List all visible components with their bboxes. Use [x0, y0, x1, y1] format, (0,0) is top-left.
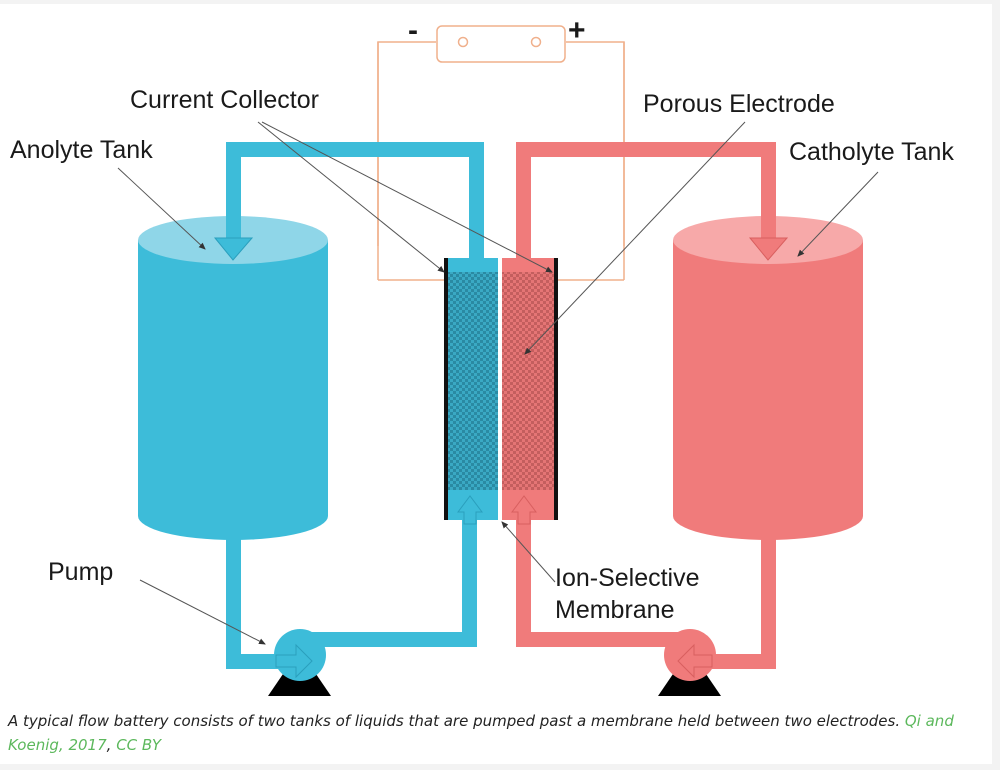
catholyte-tank-body — [673, 240, 863, 540]
terminal-positive-icon — [530, 36, 542, 48]
caption-license-link[interactable]: CC BY — [116, 736, 162, 754]
caption-separator: , — [106, 736, 112, 754]
label-pump: Pump — [48, 558, 113, 586]
battery-load-icon — [436, 25, 566, 63]
catholyte-pipe-cell-inlet — [516, 504, 531, 647]
leader-lines — [117, 121, 879, 645]
catholyte-pump-base — [658, 674, 721, 696]
cell-stack — [444, 258, 558, 525]
catholyte-tank — [673, 216, 863, 540]
catholyte-inflow-arrow-icon — [748, 237, 789, 261]
leader-ion-selective-membrane — [501, 521, 556, 583]
label-ion-selective: Ion-Selective — [555, 564, 700, 592]
leader-pump — [139, 579, 266, 645]
anolyte-pipe-pump-out — [300, 632, 475, 647]
anolyte-pipe-tank-inlet — [226, 142, 241, 240]
catholyte-pipe-tank-outlet — [761, 534, 776, 669]
anolyte-cell-inlet-arrow-icon — [457, 495, 483, 525]
anolyte-pump-base — [268, 674, 331, 696]
negative-sign: - — [408, 14, 418, 47]
anolyte-tank-body — [138, 240, 328, 540]
caption-source-link[interactable]: Qi and Koenig, 2017 — [8, 712, 954, 754]
catholyte-pump — [658, 629, 721, 696]
anolyte-pipe-cell-inlet — [462, 504, 477, 647]
label-porous-electrode: Porous Electrode — [643, 90, 835, 118]
anolyte-inflow-arrow-icon — [213, 237, 254, 261]
current-collector-left — [444, 258, 448, 520]
leader-current-collector-right — [261, 121, 553, 273]
catholyte-pump-arrow-icon — [677, 643, 713, 679]
label-current-collector: Current Collector — [130, 86, 319, 114]
catholyte-pipes — [516, 142, 789, 669]
label-catholyte-tank: Catholyte Tank — [789, 138, 954, 166]
leader-catholyte-tank — [797, 171, 879, 257]
anolyte-pipe-tank-outlet — [226, 534, 241, 669]
catholyte-porous-electrode — [502, 272, 554, 490]
catholyte-pipe-pump-out — [516, 632, 681, 647]
anolyte-pipe-to-pump — [226, 654, 286, 669]
catholyte-cell-inlet-arrow-icon — [511, 495, 537, 525]
catholyte-pipe-tank-inlet — [761, 142, 776, 240]
label-anolyte-tank: Anolyte Tank — [10, 136, 153, 164]
leader-porous-electrode — [524, 121, 746, 355]
anolyte-porous-electrode — [448, 272, 498, 490]
leader-current-collector-left — [257, 121, 445, 273]
anolyte-tank — [138, 216, 328, 540]
figure: - + — [0, 4, 992, 764]
caption-text: A typical flow battery consists of two t… — [8, 712, 901, 730]
catholyte-pipe-to-pump — [705, 654, 776, 669]
anolyte-pump-arrow-icon — [275, 643, 313, 679]
positive-sign: + — [568, 14, 586, 47]
terminal-negative-icon — [457, 36, 469, 48]
anolyte-pipe-cell-outlet — [469, 142, 484, 260]
catholyte-pipe-cell-outlet — [516, 142, 531, 260]
label-membrane: Membrane — [555, 596, 675, 624]
current-collector-right — [554, 258, 558, 520]
catholyte-pipe-top-horizontal — [516, 142, 776, 157]
figure-caption: A typical flow battery consists of two t… — [8, 709, 988, 757]
leader-anolyte-tank — [117, 167, 206, 250]
anolyte-pump — [268, 629, 331, 696]
external-circuit: - + — [377, 14, 625, 281]
anolyte-pipe-top-horizontal — [226, 142, 484, 157]
flow-battery-diagram: - + — [10, 14, 954, 696]
